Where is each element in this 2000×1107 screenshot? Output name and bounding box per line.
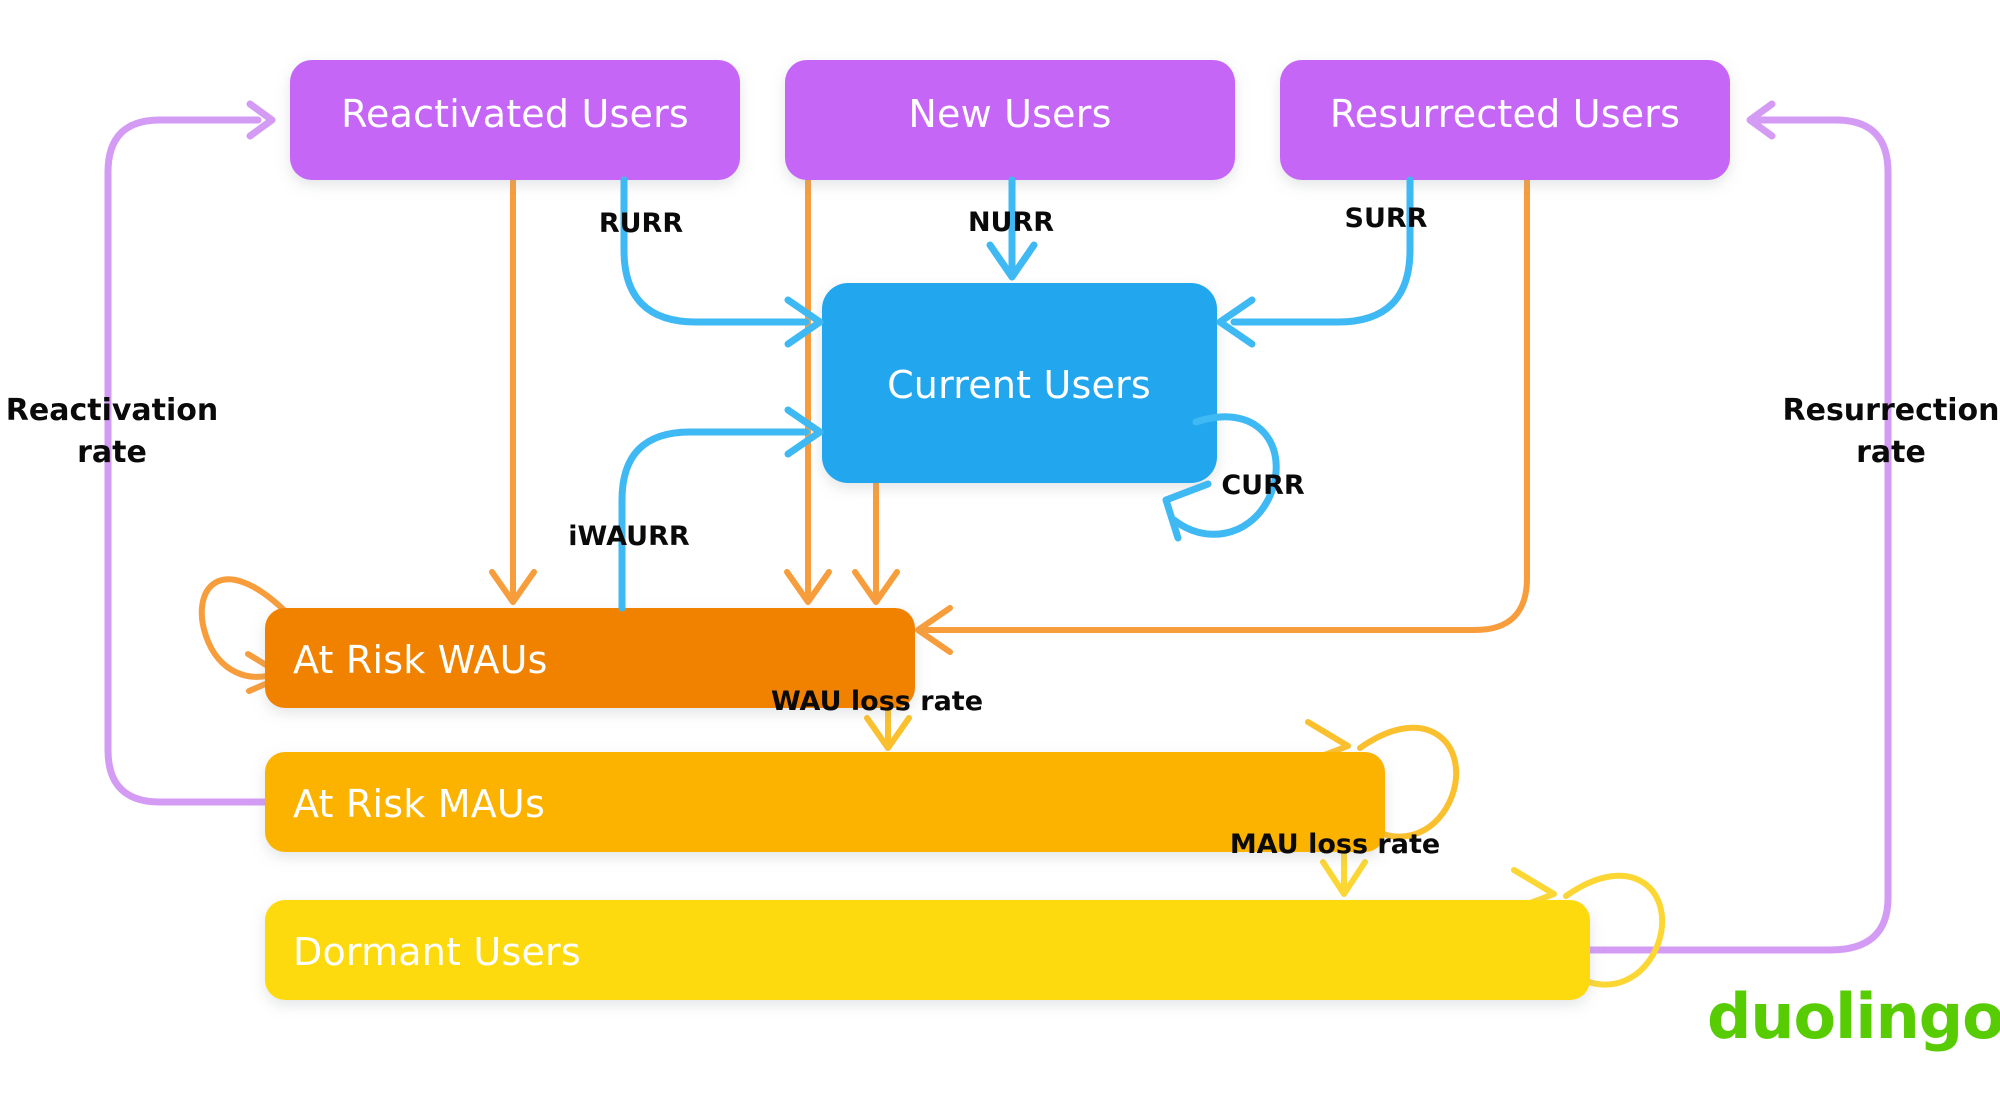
node-new-users[interactable]: New Users [785,60,1235,180]
edge-surr [1216,176,1414,348]
edge-reactivated-to-wau [489,177,537,605]
node-at-risk-maus[interactable]: At Risk MAUs [265,752,1385,852]
edge-label-mau-loss-rate: MAU loss rate [1230,829,1440,860]
node-label-dormant-users: Dormant Users [293,930,581,974]
edge-label-wau-loss-rate: WAU loss rate [771,686,983,717]
edge-rurr [620,176,824,348]
edge-new-to-wau [784,177,832,605]
edge-reactivation-rate [104,100,276,806]
edge-iwaurr [618,406,824,612]
edge-label-surr: SURR [1345,203,1428,234]
edge-resurrected-to-wau [915,177,1530,655]
node-layer: Reactivated Users New Users Resurrected … [265,60,1730,1000]
node-label-at-risk-waus: At Risk WAUs [293,638,548,682]
node-resurrected-users[interactable]: Resurrected Users [1280,60,1730,180]
node-label-new-users: New Users [908,92,1111,136]
edge-curr-self-loop [1162,413,1280,542]
edge-layer-over [618,176,1414,612]
duolingo-logo: duolingo [1707,980,2000,1053]
edge-nurr [986,176,1038,281]
edge-mau-to-dormant [1320,849,1368,897]
node-label-resurrected-users: Resurrected Users [1330,92,1680,136]
edge-label-reactivation-rate-line1: Reactivation [6,393,219,428]
node-at-risk-waus[interactable]: At Risk WAUs [265,608,915,708]
edge-label-reactivation-rate-line2: rate [77,435,147,470]
edge-wau-to-mau [864,705,912,751]
node-dormant-users[interactable]: Dormant Users [265,900,1590,1000]
edge-resurrection-rate [1586,100,1892,954]
edge-label-iwaurr: iWAURR [568,521,690,552]
edge-label-curr: CURR [1221,470,1305,501]
node-label-current-users: Current Users [887,363,1151,407]
edge-label-resurrection-rate-line2: rate [1856,435,1926,470]
node-label-at-risk-maus: At Risk MAUs [293,782,545,826]
edge-label-resurrection-rate-line1: Resurrection [1783,393,2000,428]
edge-label-nurr: NURR [968,207,1054,238]
node-label-reactivated-users: Reactivated Users [341,92,689,136]
edge-label-layer: RURR NURR SURR CURR iWAURR WAU loss rate… [6,203,2000,860]
node-reactivated-users[interactable]: Reactivated Users [290,60,740,180]
edge-current-to-wau [852,480,900,605]
node-current-users[interactable]: Current Users [822,283,1217,483]
edge-label-rurr: RURR [599,208,684,239]
